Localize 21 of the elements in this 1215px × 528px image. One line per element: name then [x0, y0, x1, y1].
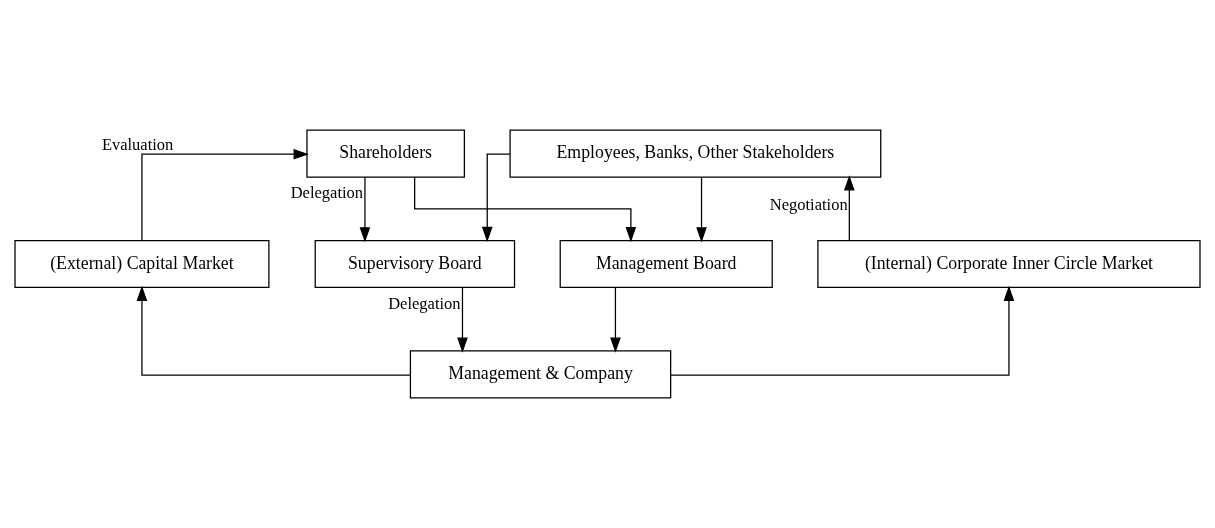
arrow — [670, 285, 1015, 376]
edge-label: Negotiation — [769, 195, 848, 215]
arrow — [359, 176, 371, 243]
arrow — [136, 285, 411, 376]
node-box: Management & Company — [409, 350, 672, 399]
arrow — [610, 287, 621, 353]
arrow — [414, 176, 637, 243]
arrow — [141, 148, 309, 241]
node-box: Supervisory Board — [314, 239, 516, 289]
arrow — [481, 153, 511, 243]
edge-label: Delegation — [388, 293, 461, 313]
arrow — [844, 175, 855, 241]
arrow — [457, 287, 468, 353]
edge-label: Evaluation — [101, 134, 174, 154]
edge-label: Delegation — [290, 183, 364, 203]
arrow — [696, 176, 707, 243]
node-box: (Internal) Corporate Inner Circle Market — [817, 239, 1201, 289]
node-box: Shareholders — [306, 129, 465, 178]
node-box: (External) Capital Market — [14, 239, 270, 289]
node-box: Employees, Banks, Other Stakeholders — [509, 129, 882, 178]
node-box: Management Board — [559, 239, 773, 289]
